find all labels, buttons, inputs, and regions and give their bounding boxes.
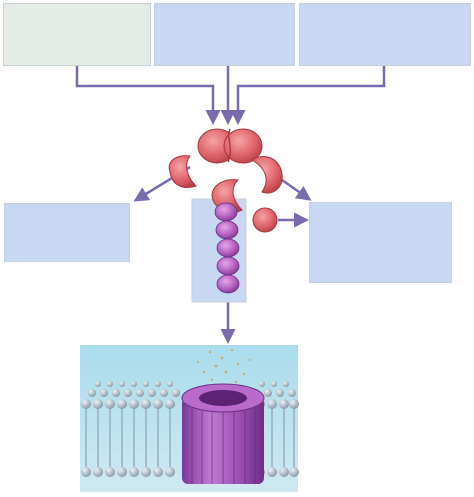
c3a-fragment-icon: [168, 155, 197, 188]
label-box-middle-left: [4, 203, 130, 262]
label-box-top-middle: [154, 3, 295, 66]
label-box-middle-right: [309, 202, 452, 283]
lipid-bilayer-icon: [81, 381, 299, 477]
released-fragment-icon: [252, 207, 278, 233]
c5a-fragment-icon: [251, 156, 283, 194]
label-box-top-left: [3, 3, 151, 66]
c3-convertase-icon: [197, 128, 263, 164]
membrane-attack-complex-icon: [80, 345, 299, 492]
label-box-top-right: [299, 3, 471, 66]
complement-chain-icon: [214, 202, 240, 294]
